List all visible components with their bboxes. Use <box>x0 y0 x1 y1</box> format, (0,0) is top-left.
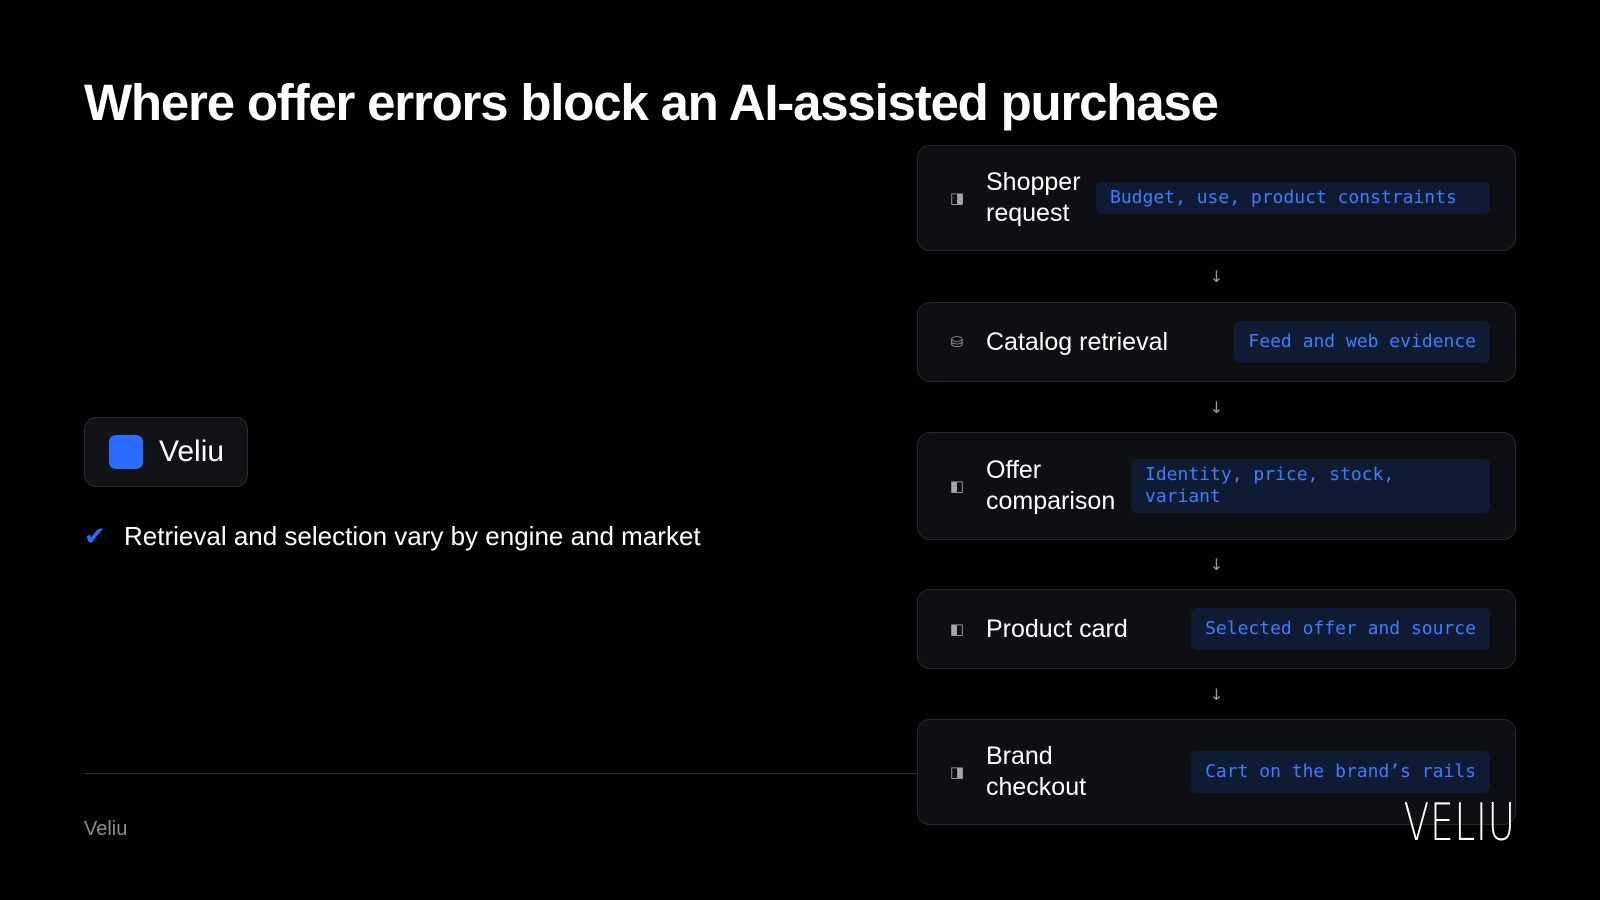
flow-arrow-down-icon: ↓ <box>1209 685 1224 704</box>
flow-arrow-down-icon: ↓ <box>1209 555 1224 574</box>
flow-arrow-down-icon: ↓ <box>1209 267 1224 286</box>
brand-square-icon <box>109 435 143 469</box>
panel-icon: ◧ <box>949 477 965 495</box>
cart-icon: ◨ <box>949 763 965 781</box>
step-tag: Budget, use, product constraints <box>1096 182 1490 214</box>
database-icon: ⛁ <box>950 333 964 351</box>
step-label: Shopper request <box>986 168 1081 227</box>
footer-label: Veliu <box>84 818 128 840</box>
brand-name: Veliu <box>159 435 225 468</box>
panel-icon: ◨ <box>949 189 965 207</box>
veliu-logo: VELIU <box>1403 793 1516 853</box>
brand-badge: Veliu <box>84 417 248 487</box>
step-label: Offer comparison <box>986 456 1116 515</box>
check-icon: ✔ <box>84 521 106 552</box>
step-tag: Identity, price, stock, variant <box>1131 459 1490 513</box>
flow-step-offer-comparison: ◧ Offer comparison Identity, price, stoc… <box>917 432 1516 540</box>
panel-icon: ◧ <box>949 620 965 638</box>
flow-step-brand-checkout: ◨ Brand checkout Cart on the brand’s rai… <box>917 719 1516 825</box>
page-title: Where offer errors block an AI-assisted … <box>84 74 1219 131</box>
flow-step-catalog-retrieval: ⛁ Catalog retrieval Feed and web evidenc… <box>917 302 1516 382</box>
step-tag: Cart on the brand’s rails <box>1191 751 1490 793</box>
bullet-item: ✔ Retrieval and selection vary by engine… <box>84 521 701 552</box>
flow-step-product-card: ◧ Product card Selected offer and source <box>917 589 1516 669</box>
flow-arrow-down-icon: ↓ <box>1209 398 1224 417</box>
flow-step-shopper-request: ◨ Shopper request Budget, use, product c… <box>917 145 1516 251</box>
bullet-text: Retrieval and selection vary by engine a… <box>124 521 701 551</box>
step-label: Product card <box>986 614 1128 643</box>
step-label: Brand checkout <box>986 742 1087 801</box>
step-tag: Selected offer and source <box>1191 608 1490 650</box>
step-label: Catalog retrieval <box>986 327 1169 356</box>
footer-divider <box>84 773 917 774</box>
step-tag: Feed and web evidence <box>1234 321 1490 363</box>
